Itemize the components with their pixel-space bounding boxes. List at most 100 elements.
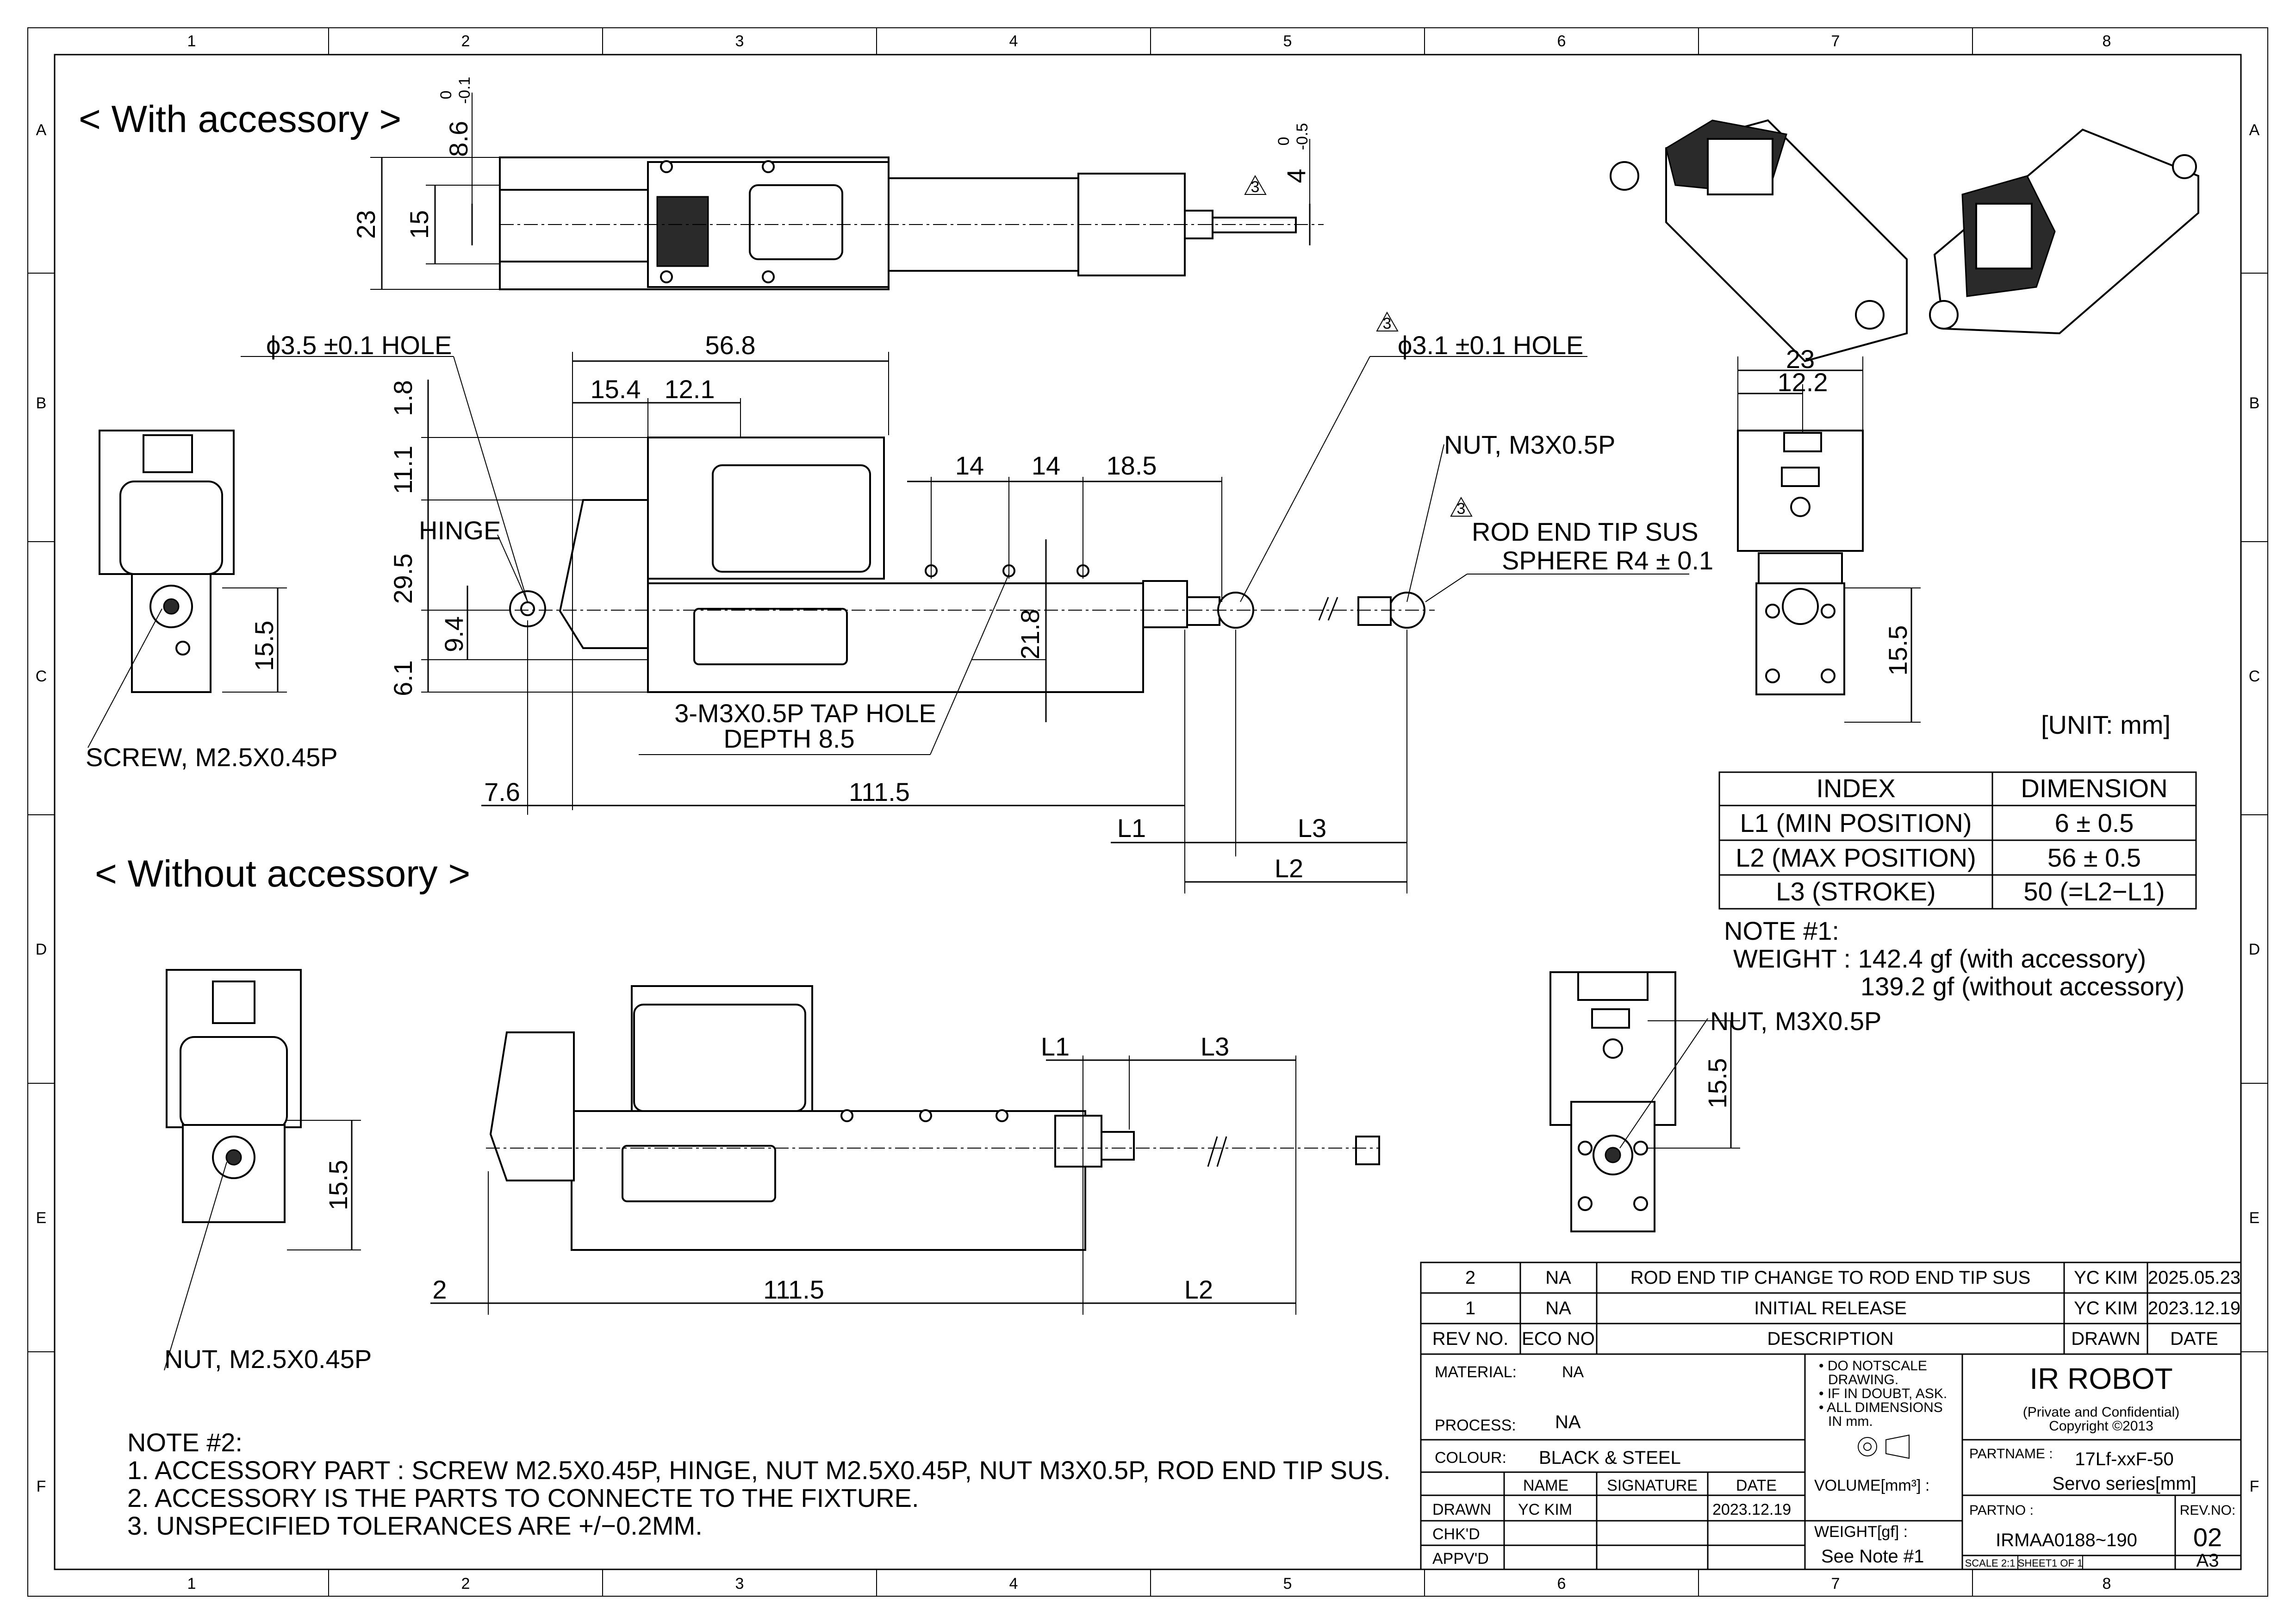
drawing-note-2: DRAWING. <box>1828 1372 1898 1387</box>
checked-label: CHK'D <box>1432 1525 1480 1543</box>
rev-1-eco: NA <box>1545 1298 1571 1318</box>
rod-end-label-2: SPHERE R4 ± 0.1 <box>1502 546 1713 575</box>
note-2: NOTE #2: 1. ACCESSORY PART : SCREW M2.5X… <box>127 1428 1391 1540</box>
drawing-note-1: • DO NOTSCALE <box>1819 1358 1927 1374</box>
dim-12-2: 12.2 <box>1778 368 1828 397</box>
header-signature: SIGNATURE <box>1607 1477 1698 1494</box>
weight-value: See Note #1 <box>1821 1546 1924 1567</box>
row-label-e: E <box>36 1209 47 1227</box>
rev-2-number: 2 <box>1465 1268 1475 1288</box>
nut-m3-label: NUT, M3X0.5P <box>1444 430 1615 459</box>
rev-header-date: DATE <box>2170 1329 2218 1349</box>
rev-2-date: 2025.05.23 <box>2148 1268 2240 1288</box>
drawn-name: YC KIM <box>1518 1501 1572 1518</box>
row-label-d-r: D <box>2249 941 2260 958</box>
partname-label: PARTNAME : <box>1969 1446 2053 1462</box>
partname-line2: Servo series[mm] <box>2052 1474 2196 1494</box>
dim-14-a: 14 <box>955 451 984 480</box>
tap-hole-label: 3-M3X0.5P TAP HOLE <box>674 699 936 728</box>
dim-l3-top: L3 <box>1298 813 1326 843</box>
drawing-note-4: • ALL DIMENSIONS <box>1819 1400 1943 1415</box>
rev-header-eco: ECO NO <box>1522 1329 1595 1349</box>
approved-label: APPV'D <box>1432 1550 1489 1568</box>
sheet-value: SHEET1 OF 1 <box>2018 1557 2083 1569</box>
side-view-with-accessory: 56.8 15.4 12.1 14 14 18.5 1.8 11.1 29.5 … <box>241 311 1713 893</box>
rev-header-drawn: DRAWN <box>2071 1329 2140 1349</box>
row-label-a-r: A <box>2249 121 2260 139</box>
note1-line2: 139.2 gf (without accessory) <box>1860 972 2184 1001</box>
isometric-render-right <box>1929 128 2199 335</box>
drawn-label: DRAWN <box>1432 1501 1491 1518</box>
drawing-note-5: IN mm. <box>1828 1414 1873 1429</box>
note2-line1: 1. ACCESSORY PART : SCREW M2.5X0.45P, HI… <box>127 1455 1391 1485</box>
row-label-c-r: C <box>2249 668 2260 685</box>
without-accessory-title: < Without accessory > <box>95 853 470 895</box>
dim-15-5-right: 15.5 <box>1883 625 1912 676</box>
dim-l2-top: L2 <box>1275 854 1303 883</box>
note1-line1: WEIGHT : 142.4 gf (with accessory) <box>1733 944 2146 973</box>
dim-9-4: 9.4 <box>439 616 468 652</box>
note1-title: NOTE #1: <box>1724 916 1839 945</box>
dim-l1-bottom: L1 <box>1041 1032 1070 1061</box>
row-label-c: C <box>36 668 47 685</box>
rev-2-eco: NA <box>1545 1268 1571 1288</box>
confidential-note: (Private and Confidential) <box>2023 1405 2180 1420</box>
dim-6-1: 6.1 <box>388 660 417 696</box>
row-label-f: F <box>37 1478 46 1495</box>
header-date: DATE <box>1736 1477 1777 1494</box>
rev-1-drawn: YC KIM <box>2074 1298 2138 1318</box>
index-row-l3: L3 (STROKE) <box>1776 877 1935 906</box>
revision-tag-c: 3 <box>1457 500 1466 518</box>
dim-23-right: 23 <box>1786 344 1815 374</box>
copyright-note: Copyright ©2013 <box>2049 1418 2153 1434</box>
dim-15-4: 15.4 <box>591 375 641 404</box>
index-row-l1: L1 (MIN POSITION) <box>1740 808 1972 837</box>
hole-3-1-label: ϕ3.1 ±0.1 HOLE <box>1398 331 1583 360</box>
dim-1-8: 1.8 <box>388 380 417 416</box>
drawing-note-3: • IF IN DOUBT, ASK. <box>1819 1386 1947 1401</box>
material-value: NA <box>1562 1363 1584 1381</box>
dim-14-b: 14 <box>1032 451 1060 480</box>
end-view-right-with-accessory: 23 12.2 15.5 <box>1737 344 1921 723</box>
rod-end-label-1: ROD END TIP SUS <box>1472 517 1699 546</box>
weight-label: WEIGHT[gf] : <box>1814 1523 1908 1541</box>
col-label-2b: 2 <box>461 1575 470 1593</box>
index-header: INDEX <box>1816 774 1895 803</box>
revision-tag-b: 3 <box>1383 315 1392 332</box>
col-label-5b: 5 <box>1283 1575 1292 1593</box>
process-value: NA <box>1555 1412 1581 1432</box>
rev-1-description: INITIAL RELEASE <box>1754 1298 1907 1318</box>
revision-tag-a: 3 <box>1251 178 1260 196</box>
rev-header-description: DESCRIPTION <box>1767 1329 1893 1349</box>
dim-15-5-right-b: 15.5 <box>1703 1058 1732 1109</box>
dim-l3-bottom: L3 <box>1201 1032 1229 1061</box>
col-label-8: 8 <box>2103 32 2111 50</box>
dim-23-top: 23 <box>351 210 380 239</box>
revision-table: 2 NA ROD END TIP CHANGE TO ROD END TIP S… <box>1420 1262 2242 1355</box>
dim-111-5-top: 111.5 <box>849 777 910 806</box>
note-1: NOTE #1: WEIGHT : 142.4 gf (with accesso… <box>1724 916 2184 1001</box>
dim-4-tol-top: 0 <box>1275 137 1293 146</box>
col-label-7: 7 <box>1831 32 1840 50</box>
rev-header-number: REV NO. <box>1432 1329 1508 1349</box>
col-label-4: 4 <box>1009 32 1018 50</box>
nut-m2-5-label: NUT, M2.5X0.45P <box>164 1344 372 1374</box>
rev-2-description: ROD END TIP CHANGE TO ROD END TIP SUS <box>1630 1268 2031 1288</box>
index-row-l2: L2 (MAX POSITION) <box>1736 843 1976 872</box>
revno-label: REV.NO: <box>2180 1503 2236 1518</box>
col-label-4b: 4 <box>1009 1575 1018 1593</box>
row-label-b: B <box>36 394 47 412</box>
dimension-header: DIMENSION <box>2021 774 2167 803</box>
partno-value: IRMAA0188~190 <box>1996 1530 2137 1550</box>
unit-label: [UNIT: mm] <box>2041 710 2171 739</box>
note2-line2: 2. ACCESSORY IS THE PARTS TO CONNECTE TO… <box>127 1483 919 1512</box>
dim-l2-bottom: L2 <box>1184 1275 1213 1304</box>
col-label-1b: 1 <box>187 1575 196 1593</box>
index-table: INDEX DIMENSION L1 (MIN POSITION) 6 ± 0.… <box>1718 771 2197 910</box>
dim-15-5-left-b: 15.5 <box>324 1160 353 1211</box>
note2-title: NOTE #2: <box>127 1428 243 1457</box>
dim-4: 4 <box>1282 169 1311 183</box>
hinge-label: HINGE <box>419 516 501 545</box>
colour-label: COLOUR: <box>1435 1449 1506 1467</box>
projection-symbol-icon <box>1858 1434 1910 1459</box>
